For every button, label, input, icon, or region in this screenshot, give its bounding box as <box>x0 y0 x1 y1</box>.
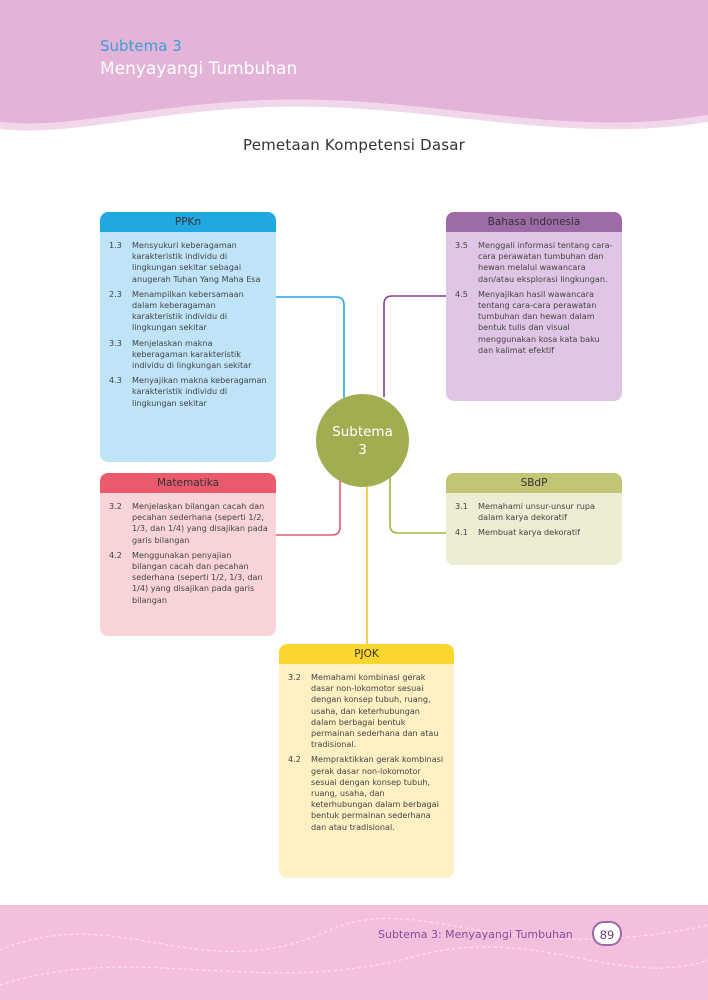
subtheme-label: Subtema 3 <box>100 37 182 55</box>
footer-subtheme-text: Subtema 3: Menyayangi Tumbuhan <box>378 928 573 941</box>
header-band-highlight <box>0 99 708 131</box>
header-band <box>0 0 708 124</box>
ppkn-box-title: PPKn <box>100 212 276 232</box>
page-heading: Pemetaan Kompetensi Dasar <box>242 136 466 154</box>
center-label-line2: 3 <box>358 441 367 458</box>
matematika-box-title: Matematika <box>100 473 276 493</box>
page-number-badge: 89 <box>592 921 622 946</box>
bahasa-indonesia-box-title: Bahasa Indonesia <box>446 212 622 232</box>
center-label-line1: Subtema <box>332 423 393 440</box>
connector-bahasa <box>383 295 446 397</box>
sbdp-box-title: SBdP <box>446 473 622 493</box>
connector-sbdp <box>389 478 446 534</box>
subtheme-title: Menyayangi Tumbuhan <box>100 59 298 79</box>
subtheme-center-circle: Subtema 3 <box>316 394 409 487</box>
connector-matematika <box>276 480 341 536</box>
pjok-box-title: PJOK <box>279 644 454 664</box>
connector-ppkn <box>276 296 345 400</box>
footer-band <box>0 905 708 1000</box>
